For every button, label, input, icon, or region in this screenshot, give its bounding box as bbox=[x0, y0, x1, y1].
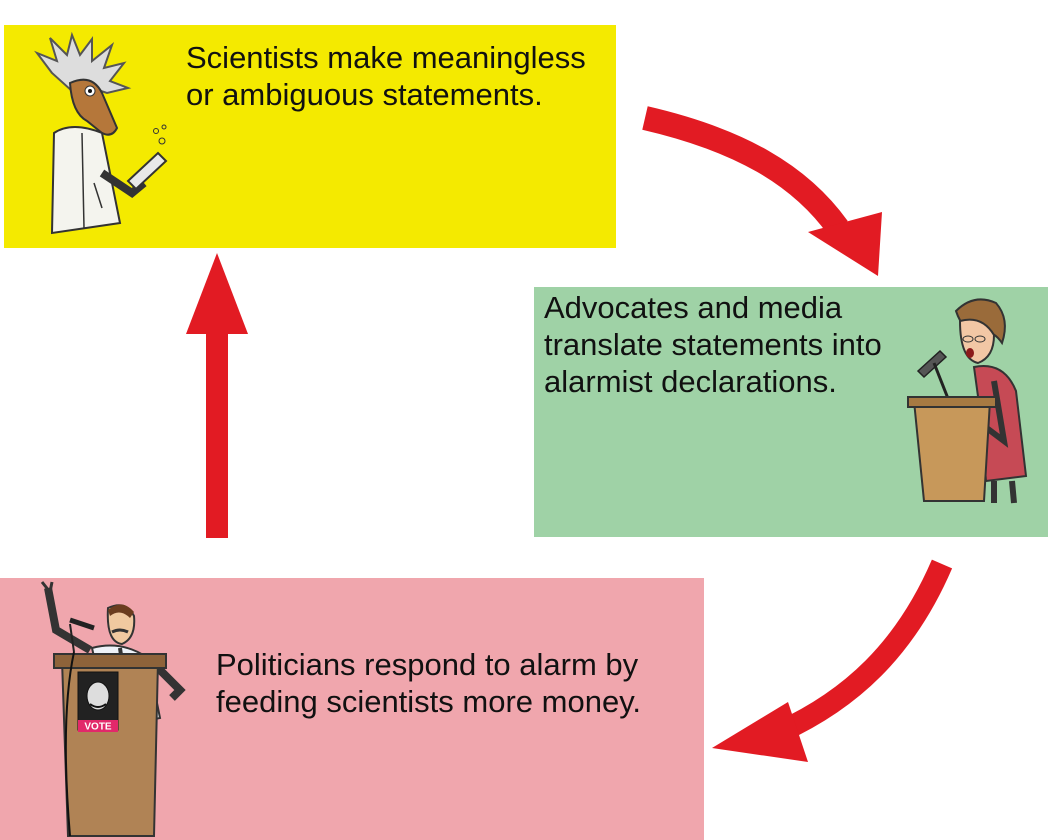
node-scientists: Scientists make meaningless or ambiguous… bbox=[4, 25, 616, 248]
node-scientists-text: Scientists make meaningless or ambiguous… bbox=[186, 40, 586, 112]
node-advocates-text: Advocates and media translate statements… bbox=[544, 290, 882, 399]
scientist-icon bbox=[34, 31, 168, 235]
node-advocates: Advocates and media translate statements… bbox=[534, 287, 1048, 537]
arrow-scientists-to-advocates bbox=[642, 106, 882, 276]
node-politicians-text: Politicians respond to alarm by feeding … bbox=[216, 647, 642, 719]
arrow-advocates-to-politicians bbox=[712, 559, 953, 762]
vote-label: VOTE bbox=[84, 722, 112, 733]
arrow-politicians-to-scientists bbox=[186, 253, 248, 538]
speaker-at-podium-icon bbox=[907, 298, 1028, 504]
politician-at-podium-icon: VOTE bbox=[40, 581, 186, 837]
node-politicians: VOTE Politicians respond to alarm by fee… bbox=[0, 578, 704, 840]
